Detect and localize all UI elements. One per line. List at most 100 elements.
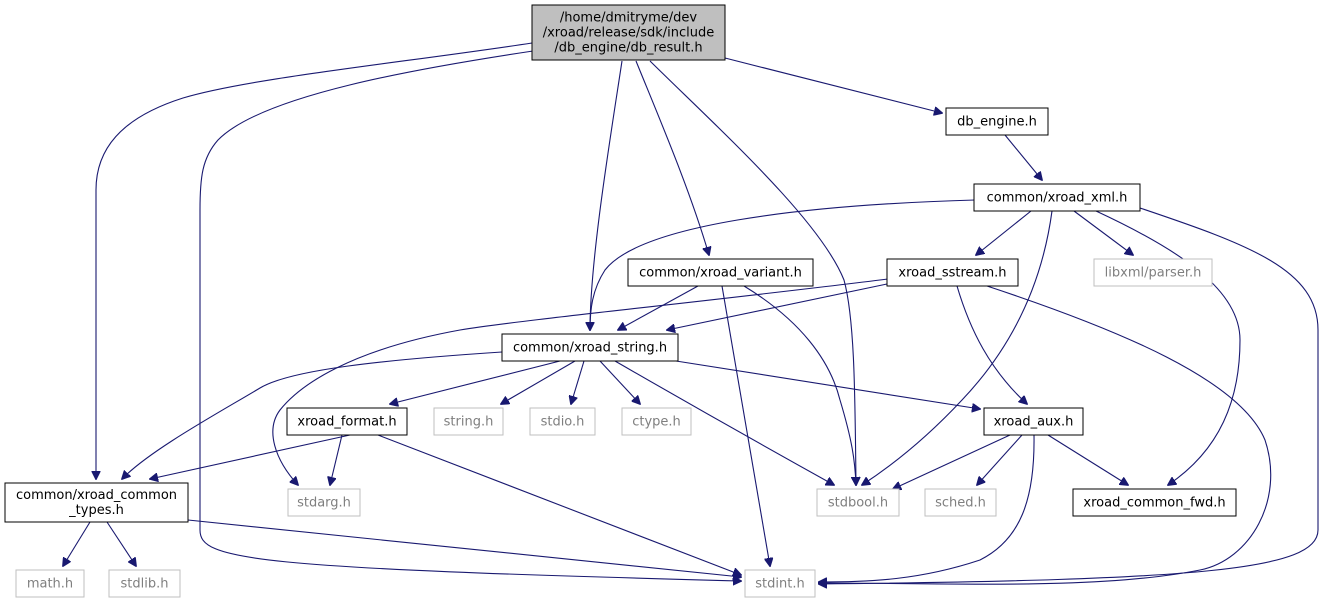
edge-xroad_aux-to-stdbool_h	[893, 434, 1011, 489]
edge-xroad_sstream-to-stdarg_h	[272, 278, 889, 485]
edge-root-to-stdint_h	[199, 50, 741, 581]
edge-xroad_string-to-xroad_aux	[675, 360, 980, 409]
edges-layer	[63, 42, 1319, 584]
edge-root-to-db_engine	[724, 57, 942, 113]
edge-xroad_xml-to-common_fwd	[1095, 210, 1241, 485]
node-box	[886, 258, 1019, 287]
edge-xroad_variant-to-xroad_string	[618, 285, 699, 330]
edge-xroad_format-to-common_types	[150, 434, 351, 479]
edge-xroad_format-to-stdarg_h	[330, 434, 343, 485]
edge-xroad_sstream-to-xroad_string	[667, 283, 888, 330]
edge-xroad_aux-to-common_fwd	[1047, 434, 1128, 485]
node-box	[531, 4, 726, 61]
node-label: common/xroad_variant.h	[639, 266, 802, 281]
edge-xroad_xml-to-xroad_string	[590, 199, 976, 330]
node-xroad_format[interactable]: xroad_format.h	[286, 407, 408, 436]
node-label: xroad_aux.h	[994, 415, 1074, 430]
edge-common_types-to-math_h	[63, 521, 91, 566]
edge-xroad_sstream-to-stdint_h	[819, 285, 1272, 584]
node-box	[286, 407, 408, 436]
node-box	[15, 569, 85, 598]
edge-xroad_string-to-common_types	[122, 351, 503, 479]
node-box	[924, 488, 997, 517]
node-box	[621, 407, 692, 436]
node-label: stdbool.h	[828, 496, 888, 511]
node-label: string.h	[444, 415, 494, 430]
edge-xroad_string-to-ctype_h	[599, 360, 640, 404]
node-common_types[interactable]: common/xroad_common_types.h	[4, 482, 189, 523]
node-label: ctype.h	[632, 415, 681, 430]
edge-xroad_xml-to-xroad_sstream	[976, 210, 1032, 255]
edge-root-to-xroad_variant	[635, 60, 709, 255]
edge-xroad_variant-to-stdint_h	[721, 285, 770, 566]
node-math_h: math.h	[15, 569, 85, 598]
node-stdint_h: stdint.h	[744, 569, 816, 598]
nodes-layer: /home/dmitryme/dev/xroad/release/sdk/inc…	[4, 4, 1237, 598]
edge-xroad_aux-to-sched_h	[977, 434, 1023, 485]
edge-xroad_string-to-stdbool_h	[614, 360, 834, 485]
node-db_engine[interactable]: db_engine.h	[945, 107, 1049, 136]
node-label: common/xroad_common	[16, 488, 177, 503]
node-label: sched.h	[935, 496, 986, 511]
node-label: _types.h	[68, 503, 124, 518]
node-label: stdio.h	[541, 415, 585, 430]
edge-xroad_aux-to-stdint_h	[819, 434, 1035, 582]
node-xroad_aux[interactable]: xroad_aux.h	[983, 407, 1084, 436]
node-label: common/xroad_xml.h	[987, 191, 1128, 206]
edge-xroad_xml-to-stdbool_h	[862, 210, 1053, 485]
node-label: common/xroad_string.h	[513, 341, 667, 356]
edge-root-to-xroad_string	[590, 60, 623, 330]
node-label: db_engine.h	[957, 115, 1037, 130]
edge-db_engine-to-xroad_xml	[1004, 134, 1042, 180]
node-label: stdlib.h	[121, 577, 169, 592]
node-label: stdarg.h	[297, 496, 351, 511]
edge-xroad_xml-to-stdint_h	[819, 207, 1319, 584]
edge-root-to-common_types	[96, 42, 533, 479]
node-label: xroad_format.h	[297, 415, 396, 430]
node-libxml_parser: libxml/parser.h	[1093, 258, 1213, 287]
node-label: xroad_sstream.h	[898, 266, 1006, 281]
node-box	[816, 488, 900, 517]
node-box	[529, 407, 596, 436]
edge-xroad_sstream-to-xroad_aux	[956, 285, 1027, 404]
node-stdarg_h: stdarg.h	[287, 488, 361, 517]
edge-xroad_string-to-xroad_format	[390, 360, 561, 404]
node-box	[973, 183, 1141, 212]
edge-root-to-stdbool_h	[649, 60, 856, 485]
node-label: libxml/parser.h	[1105, 266, 1202, 281]
node-root[interactable]: /home/dmitryme/dev/xroad/release/sdk/inc…	[531, 4, 726, 61]
node-box	[501, 333, 679, 362]
node-common_fwd[interactable]: xroad_common_fwd.h	[1072, 488, 1237, 517]
edge-common_types-to-stdint_h	[187, 519, 741, 577]
edge-xroad_format-to-stdint_h	[377, 434, 741, 575]
edge-xroad_string-to-string_h	[501, 360, 576, 404]
node-ctype_h: ctype.h	[621, 407, 692, 436]
node-stdlib_h: stdlib.h	[108, 569, 181, 598]
edge-xroad_variant-to-stdbool_h	[743, 285, 856, 485]
node-stdio_h: stdio.h	[529, 407, 596, 436]
node-label: stdint.h	[755, 577, 804, 592]
node-label: math.h	[27, 577, 73, 592]
node-box	[983, 407, 1084, 436]
node-label: /db_engine/db_result.h	[554, 41, 702, 56]
node-label: /xroad/release/sdk/include	[543, 26, 715, 41]
node-box	[627, 258, 814, 287]
edge-xroad_string-to-stdio_h	[571, 360, 585, 404]
edge-common_types-to-stdlib_h	[106, 521, 136, 566]
node-box	[108, 569, 181, 598]
node-xroad_xml[interactable]: common/xroad_xml.h	[973, 183, 1141, 212]
node-box	[433, 407, 504, 436]
node-box	[945, 107, 1049, 136]
node-box	[744, 569, 816, 598]
node-stdbool_h: stdbool.h	[816, 488, 900, 517]
node-xroad_variant[interactable]: common/xroad_variant.h	[627, 258, 814, 287]
node-box	[1072, 488, 1237, 517]
node-xroad_sstream[interactable]: xroad_sstream.h	[886, 258, 1019, 287]
node-xroad_string[interactable]: common/xroad_string.h	[501, 333, 679, 362]
node-label: xroad_common_fwd.h	[1083, 496, 1225, 511]
edge-xroad_xml-to-libxml_parser	[1073, 210, 1133, 255]
node-box	[4, 482, 189, 523]
node-box	[1093, 258, 1213, 287]
node-label: /home/dmitryme/dev	[560, 11, 698, 26]
